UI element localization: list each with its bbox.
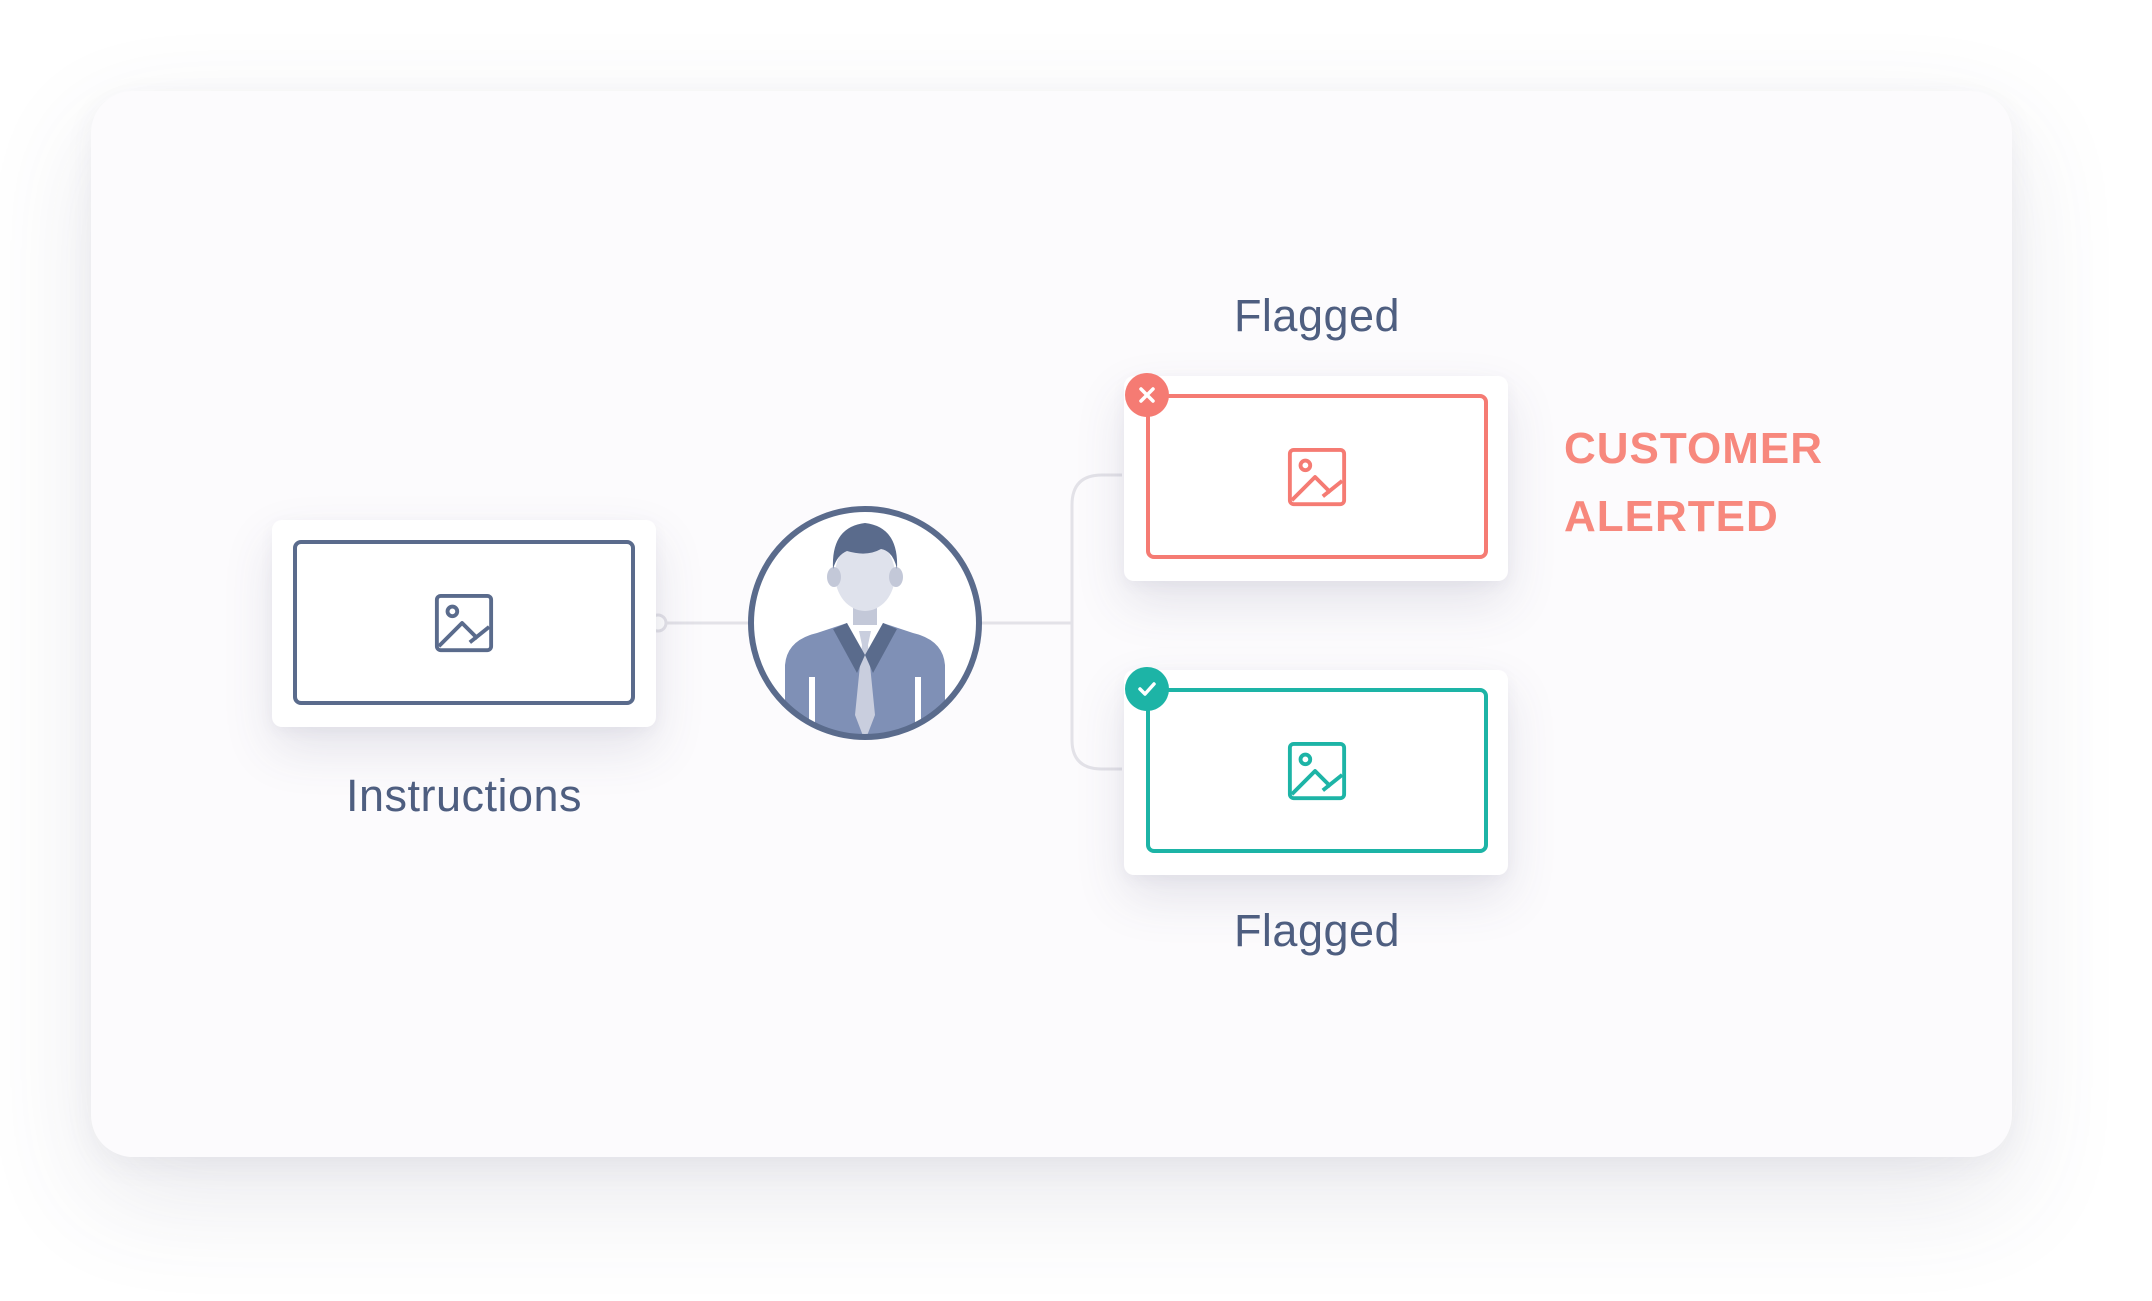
alert-line-2: ALERTED (1564, 492, 1779, 541)
image-icon (1287, 741, 1347, 800)
flagged-label-bottom: Flagged (1233, 905, 1401, 956)
person-avatar-icon (748, 506, 982, 740)
approved-status-badge (1125, 667, 1169, 711)
close-icon (1139, 387, 1155, 403)
image-icon (1287, 447, 1347, 506)
image-icon (434, 593, 494, 652)
alert-line-1: CUSTOMER (1564, 424, 1823, 473)
approved-image-box[interactable] (1146, 688, 1488, 853)
instructions-image-box[interactable] (293, 540, 635, 705)
flagged-label-top: Flagged (1233, 290, 1401, 341)
rejected-image-box[interactable] (1146, 394, 1488, 559)
instructions-label: Instructions (345, 770, 583, 821)
reviewer-avatar (747, 505, 983, 741)
rejected-status-badge (1125, 373, 1169, 417)
customer-alerted-text: CUSTOMER ALERTED (1564, 415, 1823, 551)
check-icon (1138, 682, 1156, 696)
